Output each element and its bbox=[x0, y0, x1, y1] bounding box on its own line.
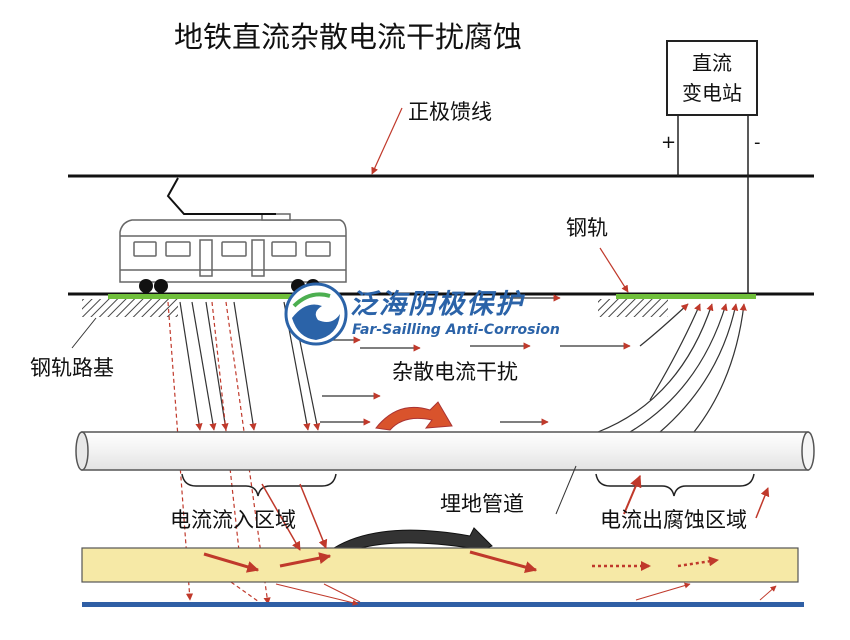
pipe-leader bbox=[555, 465, 577, 515]
station-plus-sign: + bbox=[661, 132, 677, 153]
curved-arrow-upper bbox=[375, 401, 453, 431]
contact-strip-left bbox=[108, 294, 298, 299]
blue-line bbox=[82, 602, 804, 607]
station-label-line2: 变电站 bbox=[682, 81, 742, 105]
current-inflow-region-label: 电流流入区域 bbox=[170, 508, 296, 532]
buried-pipe bbox=[75, 431, 815, 471]
rail-bed-leader bbox=[71, 317, 97, 349]
down-currents bbox=[179, 301, 321, 431]
rail-label: 钢轨 bbox=[566, 216, 608, 240]
outflow-region-brace bbox=[595, 473, 755, 497]
train-wheel-1 bbox=[139, 279, 153, 293]
diagram-title: 地铁直流杂散电流干扰腐蚀 bbox=[174, 20, 523, 54]
current-outflow-region-label: 电流出腐蚀区域 bbox=[600, 508, 747, 532]
inflow-region-brace bbox=[181, 473, 337, 497]
outflow-arrow-2 bbox=[755, 487, 770, 519]
buried-pipe-label: 埋地管道 bbox=[440, 492, 524, 516]
rail-bed-left bbox=[82, 299, 178, 317]
rail-leader bbox=[599, 247, 629, 293]
dc-substation-box: 直流 变电站 bbox=[666, 40, 758, 116]
logo-emblem bbox=[284, 282, 348, 346]
station-label-line1: 直流 bbox=[692, 51, 732, 75]
blue-line-arrows bbox=[275, 582, 777, 606]
positive-feeder-label: 正极馈线 bbox=[408, 100, 492, 124]
station-minus-sign: - bbox=[754, 132, 761, 153]
rail-bed-label: 钢轨路基 bbox=[30, 356, 114, 380]
return-currents bbox=[597, 303, 747, 433]
outflow-arrow-1 bbox=[623, 474, 642, 515]
train-wheel-2 bbox=[154, 279, 168, 293]
contact-strip-right bbox=[616, 294, 756, 299]
pantograph bbox=[166, 177, 276, 215]
logo-text-cn: 泛海阴极保护 bbox=[350, 289, 524, 320]
stray-current-label: 杂散电流干扰 bbox=[392, 360, 518, 384]
logo-text-en: Far-Sailling Anti-Corrosion bbox=[352, 322, 560, 338]
rail-bed-right bbox=[598, 299, 668, 317]
feeder-leader bbox=[371, 107, 403, 175]
band-arrows bbox=[203, 483, 719, 573]
train bbox=[119, 213, 347, 283]
